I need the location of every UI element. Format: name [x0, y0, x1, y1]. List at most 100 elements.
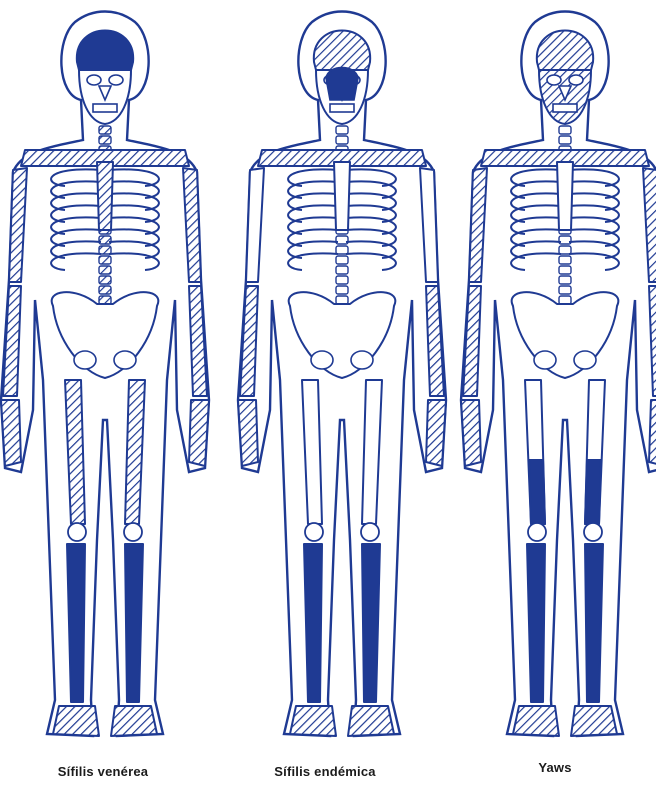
eye-socket-right	[569, 75, 583, 85]
eye-socket-left	[547, 75, 561, 85]
hand-right	[649, 400, 656, 466]
patella-left	[528, 523, 546, 541]
teeth	[553, 104, 577, 112]
tibia-left	[527, 544, 545, 702]
hand-right	[426, 400, 446, 466]
eye-socket-left	[87, 75, 101, 85]
rib	[288, 241, 338, 258]
obturator-left	[534, 351, 556, 369]
femur-left	[65, 380, 85, 524]
vertebra	[559, 266, 571, 274]
rib	[346, 181, 396, 198]
rib	[511, 169, 561, 186]
rib	[288, 229, 338, 246]
rib	[511, 205, 561, 222]
rib	[511, 241, 561, 258]
obturator-right	[114, 351, 136, 369]
rib	[51, 253, 101, 270]
hand-left	[238, 400, 258, 466]
femur-right	[362, 380, 382, 524]
caption-endemic-syphilis: Sífilis endémica	[250, 764, 400, 779]
rib	[346, 193, 396, 210]
sternum	[97, 162, 113, 230]
rib	[51, 229, 101, 246]
vertebra	[99, 296, 111, 304]
vertebra	[336, 256, 348, 264]
sternum	[557, 162, 573, 230]
foot-right	[571, 706, 617, 736]
rib	[51, 181, 101, 198]
caption-venereal-syphilis: Sífilis venérea	[28, 764, 178, 779]
vertebra	[99, 276, 111, 284]
rib	[288, 217, 338, 234]
rib	[346, 241, 396, 258]
hand-left	[461, 400, 481, 466]
vertebra	[559, 276, 571, 284]
rib	[569, 181, 619, 198]
forearm-left	[3, 286, 21, 396]
caption-yaws: Yaws	[490, 760, 620, 775]
foot-right	[111, 706, 157, 736]
femur-right	[125, 380, 145, 524]
skeleton-figure-venereal	[1, 12, 209, 737]
vertebra	[559, 286, 571, 294]
foot-left	[290, 706, 336, 736]
vertebra	[559, 296, 571, 304]
rib	[569, 169, 619, 186]
forearm-right	[426, 286, 444, 396]
femur-distal-right	[585, 460, 601, 524]
vertebra	[559, 246, 571, 254]
patella-right	[124, 523, 142, 541]
rib	[346, 229, 396, 246]
nasal-lesion	[326, 68, 358, 101]
rib	[511, 253, 561, 270]
tibia-left	[304, 544, 322, 702]
humerus-left	[469, 168, 487, 282]
rib	[346, 217, 396, 234]
skull-vault	[77, 31, 133, 71]
tibia-right	[125, 544, 143, 702]
rib	[109, 205, 159, 222]
rib	[569, 193, 619, 210]
rib	[511, 181, 561, 198]
foot-left	[53, 706, 99, 736]
vertebra	[336, 246, 348, 254]
rib	[511, 193, 561, 210]
vertebra	[336, 136, 348, 144]
rib	[109, 241, 159, 258]
forearm-left	[240, 286, 258, 396]
rib	[288, 169, 338, 186]
rib	[109, 217, 159, 234]
obturator-right	[351, 351, 373, 369]
vertebra	[99, 266, 111, 274]
rib	[51, 205, 101, 222]
rib	[109, 193, 159, 210]
vertebra	[336, 126, 348, 134]
vertebra	[99, 256, 111, 264]
rib	[288, 193, 338, 210]
vertebra	[336, 296, 348, 304]
vertebra	[336, 266, 348, 274]
rib	[51, 241, 101, 258]
skull-vault	[314, 31, 370, 71]
rib	[51, 217, 101, 234]
vertebra	[559, 136, 571, 144]
rib	[569, 229, 619, 246]
patella-right	[361, 523, 379, 541]
vertebra	[99, 246, 111, 254]
tibia-right	[585, 544, 603, 702]
teeth	[330, 104, 354, 112]
humerus-right	[183, 168, 201, 282]
rib	[109, 253, 159, 270]
pelvis	[289, 292, 396, 378]
obturator-left	[311, 351, 333, 369]
teeth	[93, 104, 117, 112]
hand-right	[189, 400, 209, 466]
rib	[569, 253, 619, 270]
rib	[51, 193, 101, 210]
forearm-right	[189, 286, 207, 396]
humerus-right	[420, 168, 438, 282]
vertebra	[99, 126, 111, 134]
patella-left	[305, 523, 323, 541]
